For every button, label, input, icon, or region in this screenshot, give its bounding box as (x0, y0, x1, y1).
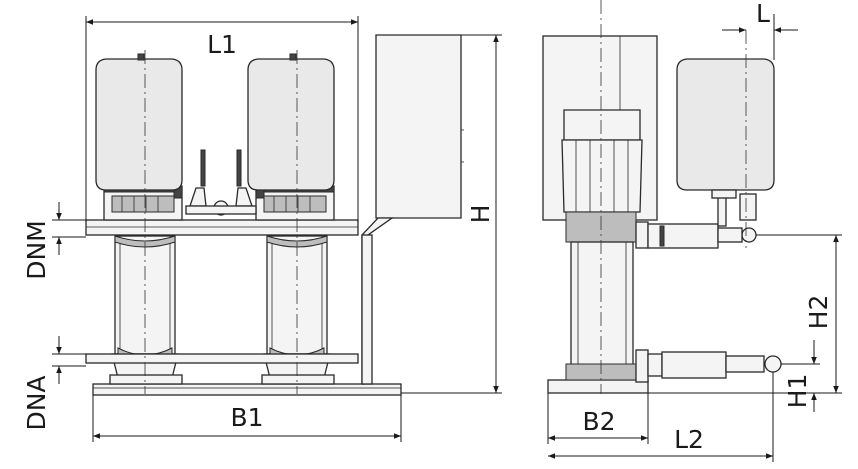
dimension-label-h1: H1 (783, 374, 812, 409)
expansion-tank-left (95, 58, 183, 191)
suction-manifold (85, 353, 359, 364)
side-discharge-pipe (647, 223, 719, 249)
dimension-label-l: L (756, 0, 770, 28)
pressure-gauge-assembly (185, 149, 257, 216)
dimension-label-h2: H2 (804, 295, 833, 330)
side-pump-body (570, 241, 634, 367)
side-view (542, 0, 782, 394)
side-motor (561, 139, 643, 213)
discharge-manifold (85, 219, 359, 236)
dimension-label-dnm: DNM (22, 220, 51, 280)
side-base-frame (547, 379, 649, 394)
side-suction-pipe (661, 351, 727, 379)
dimension-label-b2: B2 (582, 407, 615, 436)
side-motor-cap (563, 109, 641, 141)
control-cabinet (375, 34, 462, 219)
front-view (85, 34, 464, 396)
motor-left (103, 185, 183, 221)
dimensions (52, 14, 842, 462)
motor-right (255, 185, 335, 221)
dimension-label-l2: L2 (674, 425, 704, 454)
side-expansion-tank (676, 58, 775, 191)
dimension-label-b1: B1 (230, 403, 263, 432)
dimension-label-dna: DNA (22, 375, 51, 430)
dimension-label-l1: L1 (207, 30, 237, 59)
dimension-label-h: H (466, 205, 495, 224)
base-frame (92, 383, 402, 396)
expansion-tank-right (247, 58, 335, 191)
